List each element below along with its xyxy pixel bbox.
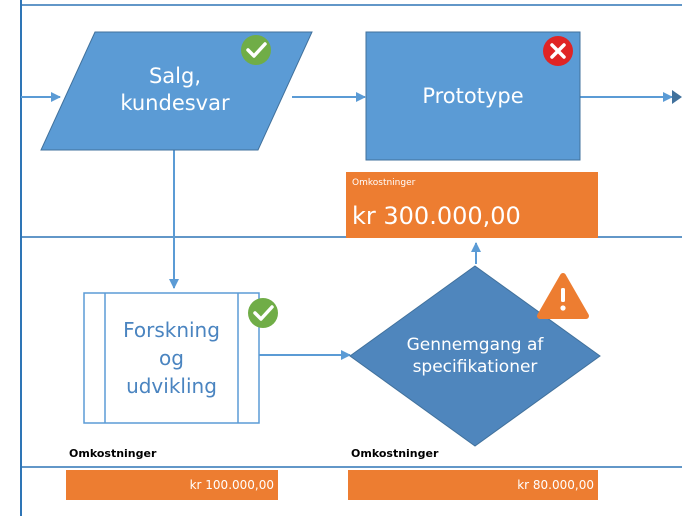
x-icon (543, 36, 573, 66)
prototype-cost-box: Omkostninger kr 300.000,00 (346, 172, 598, 238)
sales-label: Salg, kundesvar (120, 63, 230, 115)
check-icon (241, 35, 271, 65)
offscreen-shape-edge (672, 90, 682, 104)
prototype-cost-title: Omkostninger (352, 178, 416, 188)
review-decision-diamond[interactable] (349, 265, 601, 447)
research-label: Forskning og udvikling (123, 318, 220, 398)
research-cost-value: kr 100.000,00 (66, 470, 278, 500)
research-subprocess-box[interactable] (83, 292, 260, 424)
review-label: Gennemgang af specifikationer (406, 334, 544, 377)
prototype-label: Prototype (422, 84, 524, 109)
sales-parallelogram[interactable] (40, 31, 313, 151)
prototype-cost-value: kr 300.000,00 (352, 202, 521, 230)
check-icon (248, 298, 278, 328)
warning-icon (537, 273, 589, 319)
review-cost-value: kr 80.000,00 (348, 470, 598, 500)
review-cost-title: Omkostninger (351, 447, 439, 460)
research-cost-title: Omkostninger (69, 447, 157, 460)
